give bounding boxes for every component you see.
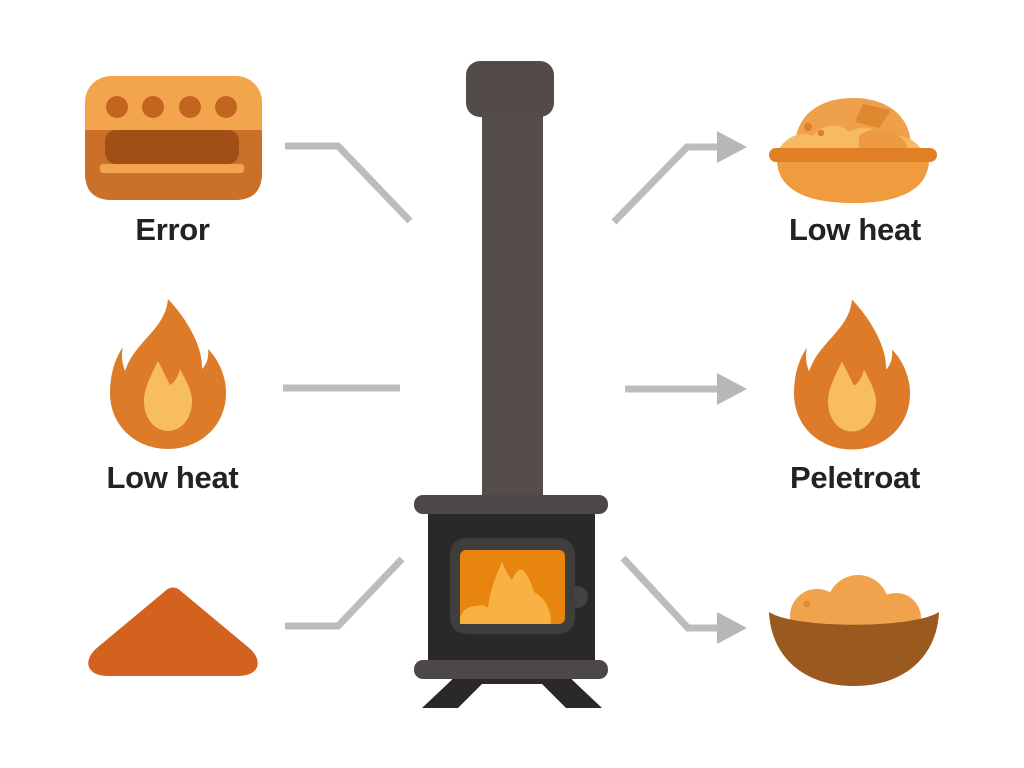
pellet-pile-icon: [88, 587, 258, 676]
arrowhead-mid-right-icon: [717, 373, 747, 405]
arrowhead-bottom-right-icon: [717, 612, 747, 644]
stove-bottom-bar: [414, 660, 608, 679]
stove-top-bar: [414, 495, 608, 514]
connector-top-left: [285, 142, 413, 224]
flame-icon-left: [110, 299, 226, 449]
dough-bowl-icon: [769, 98, 937, 203]
arrow-top-right-line: [611, 143, 719, 225]
stove-window-flame: [460, 562, 551, 624]
stove-leg-right: [532, 674, 602, 708]
arrowhead-top-right-icon: [717, 131, 747, 163]
label-error: Error: [135, 212, 210, 247]
pellet-bowl-icon: [769, 575, 939, 686]
chimney-pipe: [482, 98, 543, 508]
toaster-oven-icon: [85, 76, 262, 200]
label-peletroat: Peletroat: [790, 460, 920, 495]
connector-bottom-left: [285, 556, 405, 630]
pellet-stove-icon: [414, 61, 608, 708]
label-low-heat-left: Low heat: [106, 460, 239, 495]
arrow-bottom-right-line: [620, 555, 719, 632]
label-low-heat-right: Low heat: [789, 212, 921, 247]
stove-leg-left: [422, 674, 492, 708]
flame-icon-right: [794, 299, 910, 450]
chimney-cap: [466, 61, 554, 117]
